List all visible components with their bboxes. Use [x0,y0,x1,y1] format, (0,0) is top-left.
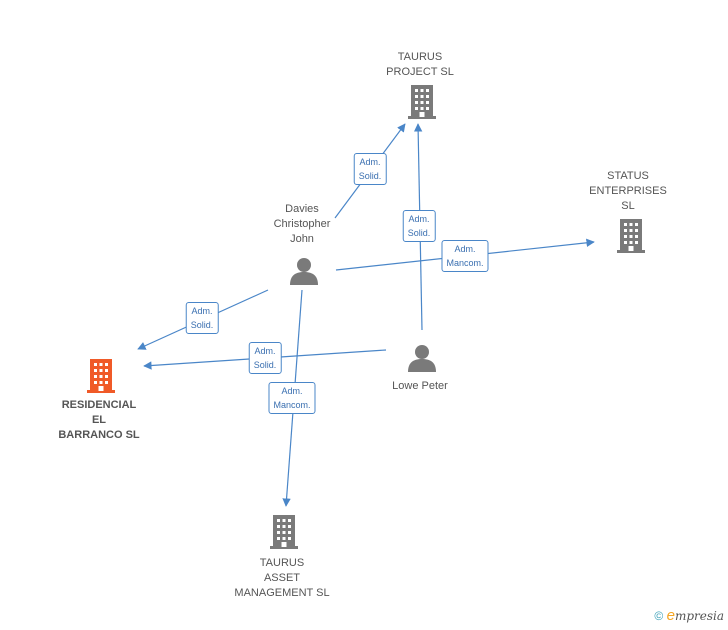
edge-label-davies-taurus-asset: Adm. Mancom. [268,382,316,414]
taurus-asset-building-icon[interactable] [270,515,298,549]
edge-label-lowe-residencial: Adm. Solid. [248,342,282,374]
taurus-project-building-icon[interactable] [408,85,436,119]
edge-label-davies-taurus-project: Adm. Solid. [353,153,387,185]
empresia-logo-e: e [666,607,675,624]
edge-label-davies-status: Adm. Mancom. [441,240,489,272]
node-label-taurus-project[interactable]: TAURUS PROJECT SL [386,51,454,78]
davies-person-icon[interactable] [290,258,318,285]
edge-label-lowe-taurus-project: Adm. Solid. [402,210,436,242]
lowe-person-icon[interactable] [408,345,436,372]
node-label-taurus-asset[interactable]: TAURUS ASSET MANAGEMENT SL [234,557,330,599]
node-label-residencial[interactable]: RESIDENCIAL EL BARRANCO SL [58,399,140,441]
brand-footer: © empresia [654,607,724,624]
node-label-davies[interactable]: Davies Christopher John [273,203,331,245]
node-label-status-enterprises[interactable]: STATUS ENTERPRISES SL [589,170,667,212]
status-enterprises-building-icon[interactable] [617,219,645,253]
residencial-building-icon[interactable] [87,359,115,393]
copyright-icon: © [654,609,664,623]
empresia-logo-text: mpresia [674,609,724,623]
node-label-lowe[interactable]: Lowe Peter [392,380,448,392]
edge-label-davies-residencial: Adm. Solid. [185,302,219,334]
